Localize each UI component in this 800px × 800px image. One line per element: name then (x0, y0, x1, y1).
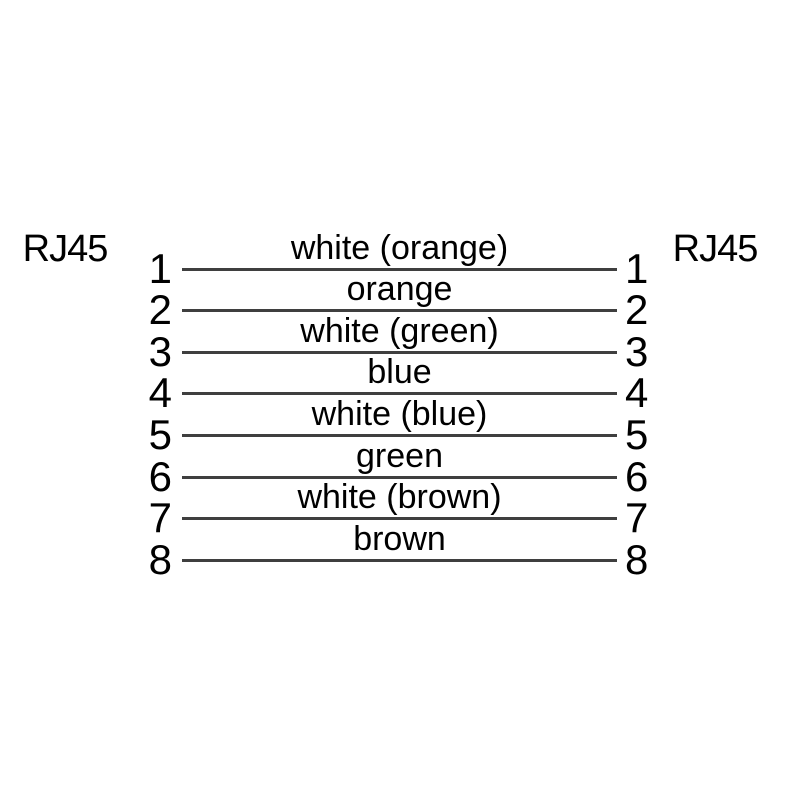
pin-number-right: 7 (625, 494, 649, 541)
wire-line (182, 392, 617, 395)
wire-line (182, 268, 617, 271)
connector-label-right: RJ45 (672, 228, 759, 270)
pin-number-left: 2 (148, 286, 172, 333)
wire-line (182, 434, 617, 437)
wire-label: white (brown) (297, 478, 502, 516)
wire-line (182, 309, 617, 312)
pin-number-right: 3 (625, 328, 649, 375)
wire-line (182, 559, 617, 562)
pin-number-right: 6 (625, 453, 649, 500)
wire-line (182, 476, 617, 479)
wire-label: green (356, 437, 443, 475)
wire-label: white (orange) (290, 229, 509, 267)
pin-number-right: 2 (625, 286, 649, 333)
pin-number-left: 7 (148, 494, 172, 541)
wire-label: blue (367, 353, 432, 391)
wire-label: white (green) (300, 312, 499, 350)
pin-number-left: 4 (148, 369, 172, 416)
pin-number-right: 5 (625, 411, 649, 458)
wire-label: orange (346, 270, 453, 308)
wire-label: white (blue) (311, 395, 488, 433)
pin-number-left: 5 (148, 411, 172, 458)
wire-line (182, 351, 617, 354)
pin-number-right: 8 (625, 536, 649, 583)
wire-line (182, 517, 617, 520)
wire-label: brown (353, 520, 446, 558)
pin-number-left: 3 (148, 328, 172, 375)
pin-number-right: 1 (625, 245, 649, 292)
pin-number-left: 1 (148, 245, 172, 292)
pin-number-right: 4 (625, 369, 649, 416)
pin-number-left: 6 (148, 453, 172, 500)
pin-number-left: 8 (148, 536, 172, 583)
connector-label-left: RJ45 (22, 228, 109, 270)
